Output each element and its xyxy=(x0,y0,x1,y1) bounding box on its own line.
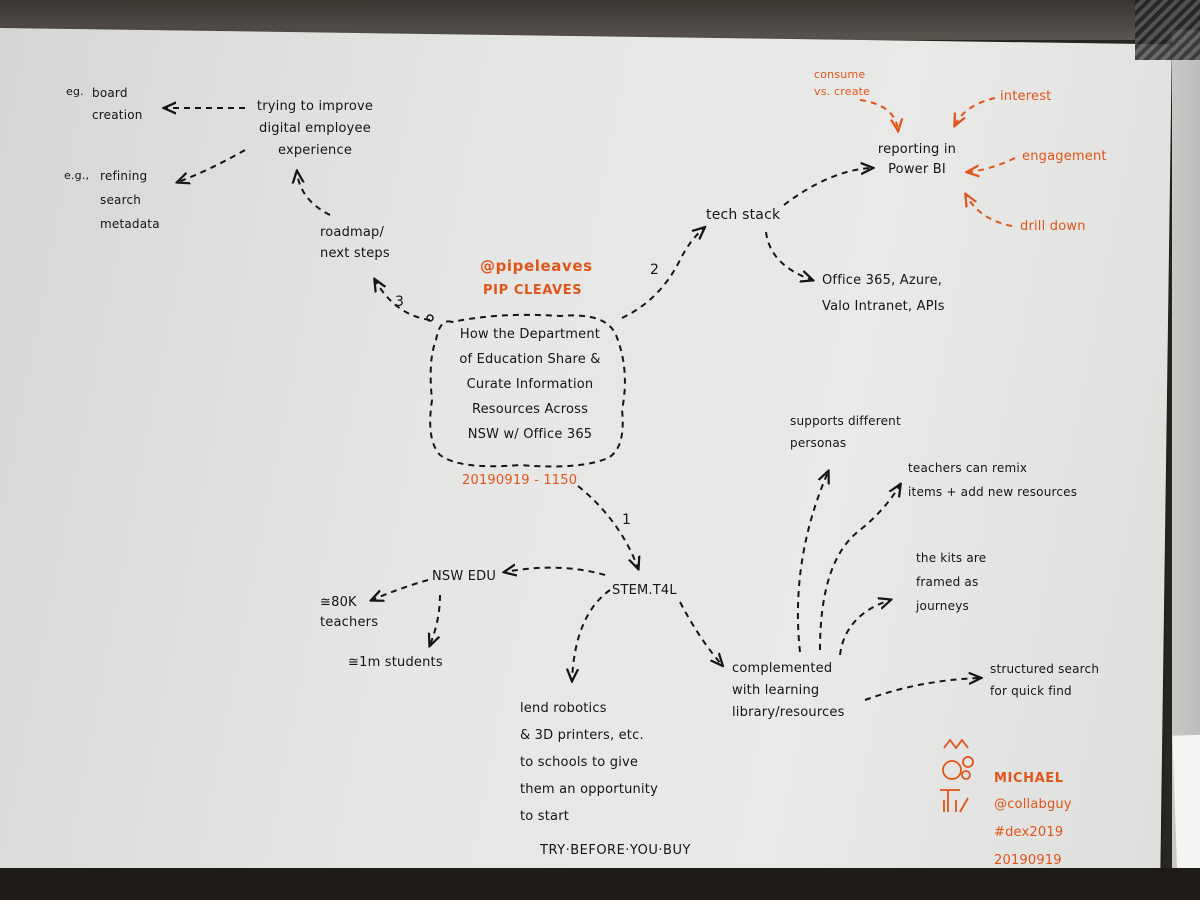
board-creation-label: board creation xyxy=(92,86,143,122)
signature-name: MICHAEL xyxy=(994,771,1064,786)
roadmap-label: roadmap/ next steps xyxy=(320,225,390,261)
center-box-knot xyxy=(426,314,434,322)
personas-label: supports different personas xyxy=(790,414,901,450)
students-count: ≅1m students xyxy=(348,655,443,670)
kits-journeys-label: the kits are framed as journeys xyxy=(916,551,987,613)
connector-center-roadmap xyxy=(375,280,431,321)
try-before-you-buy: TRY·BEFORE·YOU·BUY xyxy=(540,843,691,858)
consume-label: consume vs. create xyxy=(814,68,871,98)
connector-center-stem xyxy=(577,485,638,568)
power-bi-label: reporting in Power BI xyxy=(877,142,957,177)
connector-complemented-personas xyxy=(796,472,828,653)
refining-search-label: refining search metadata xyxy=(100,169,160,231)
connector-improve-eg2 xyxy=(178,149,246,182)
engagement-label: engagement xyxy=(1022,149,1107,164)
branch-number-1: 1 xyxy=(622,512,632,528)
session-date: 20190919 - 1150 xyxy=(462,473,578,488)
signature-date: 20190919 xyxy=(994,853,1062,868)
connector-stem-complemented xyxy=(679,601,722,665)
speaker-name: PIP CLEAVES xyxy=(483,283,583,298)
connector-interest-powerbi xyxy=(955,97,996,125)
improve-label: trying to improve digital employee exper… xyxy=(256,99,374,158)
connector-stem-nsw xyxy=(505,568,606,575)
connector-complemented-search xyxy=(864,678,980,701)
tech-stack-items: Office 365, Azure, Valo Intranet, APIs xyxy=(822,273,945,314)
complemented-label: complemented with learning library/resou… xyxy=(732,661,845,720)
signature-doodle xyxy=(940,738,974,813)
lend-robotics-text: lend robotics & 3D printers, etc. to sch… xyxy=(520,701,659,824)
connector-consume-powerbi xyxy=(859,99,898,130)
drill-down-label: drill down xyxy=(1020,219,1086,234)
desk-shadow xyxy=(0,868,1200,900)
notebook-spiral xyxy=(1135,0,1200,60)
signature-handle: @collabguy xyxy=(994,797,1072,812)
nsw-edu-label: NSW EDU xyxy=(432,569,497,584)
teachers-count: ≅80K teachers xyxy=(320,595,379,630)
connector-complemented-remix xyxy=(819,485,900,651)
remix-label: teachers can remix items + add new resou… xyxy=(908,461,1078,499)
connector-engagement-powerbi xyxy=(968,157,1016,172)
connector-stem-lend xyxy=(572,589,611,680)
tech-stack-label: tech stack xyxy=(706,207,781,223)
eg2-prefix: e.g., xyxy=(64,169,90,182)
connector-complemented-kits xyxy=(839,600,890,656)
connector-drill-powerbi xyxy=(966,195,1013,227)
eg1-prefix: eg. xyxy=(66,85,84,98)
speaker-handle: @pipeleaves xyxy=(480,257,593,275)
session-title: How the Department of Education Share & … xyxy=(459,327,601,442)
connector-center-tech xyxy=(621,228,704,319)
structured-search-label: structured search for quick find xyxy=(990,662,1100,698)
connector-nsw-students xyxy=(430,594,441,645)
signature-tag: #dex2019 xyxy=(994,825,1064,840)
interest-label: interest xyxy=(1000,89,1052,104)
stem-label: STEM.T4L xyxy=(612,583,677,598)
center-box xyxy=(429,313,626,468)
connector-roadmap-improve xyxy=(297,172,331,216)
connector-tech-stack xyxy=(765,231,812,280)
connector-tech-powerbi xyxy=(783,168,872,206)
branch-number-3: 3 xyxy=(395,294,405,310)
connector-nsw-teachers xyxy=(372,579,429,600)
branch-number-2: 2 xyxy=(650,262,660,278)
